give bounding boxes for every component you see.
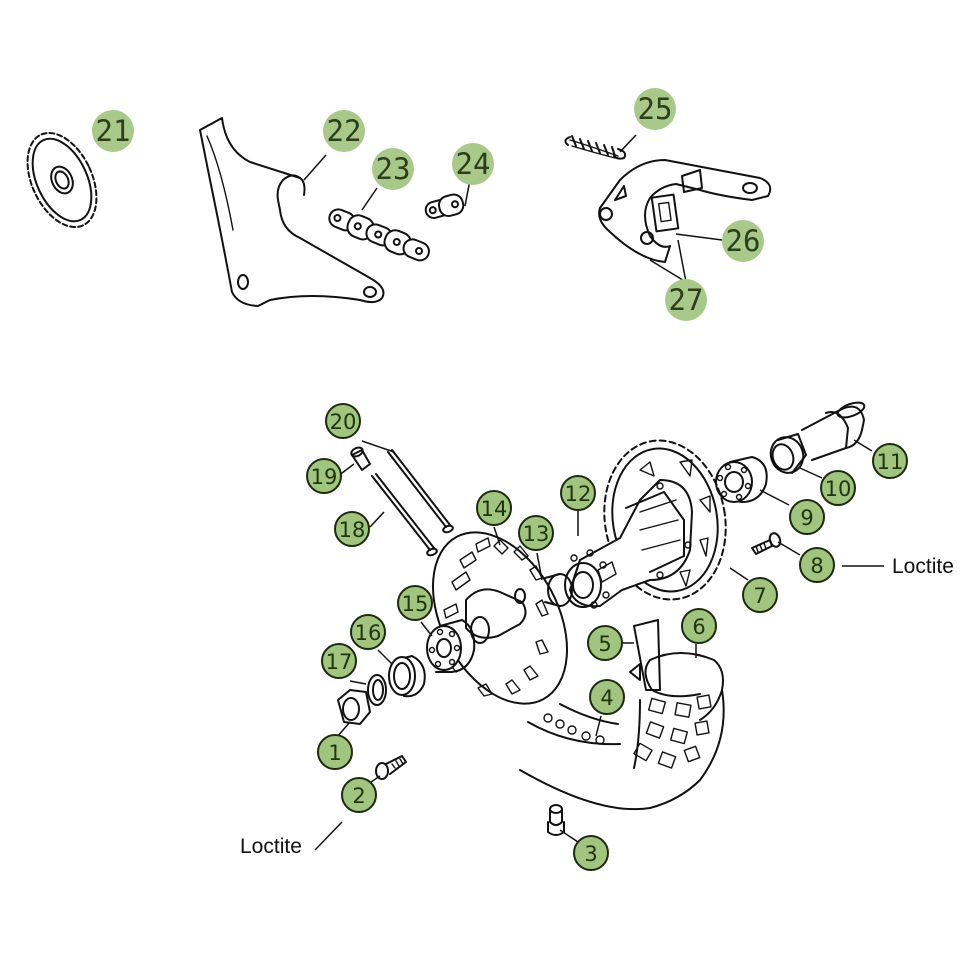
svg-text:3: 3 bbox=[584, 842, 597, 866]
svg-text:2: 2 bbox=[352, 784, 365, 808]
svg-text:19: 19 bbox=[311, 465, 338, 489]
svg-text:9: 9 bbox=[800, 506, 813, 530]
rim-tape-drawing bbox=[527, 703, 621, 746]
callout-21: 21 bbox=[92, 110, 134, 152]
svg-text:11: 11 bbox=[877, 450, 904, 474]
callout-20: 20 bbox=[325, 403, 361, 439]
washer-drawing bbox=[367, 674, 387, 706]
svg-text:18: 18 bbox=[339, 518, 366, 542]
svg-text:15: 15 bbox=[402, 592, 429, 616]
svg-text:22: 22 bbox=[327, 114, 362, 148]
loctite-note-left: Loctite bbox=[240, 835, 302, 858]
seal-right-drawing bbox=[769, 433, 807, 474]
svg-text:17: 17 bbox=[326, 650, 353, 674]
svg-text:14: 14 bbox=[481, 497, 508, 521]
callout-22: 22 bbox=[323, 110, 365, 152]
brake-disc-drawing bbox=[432, 531, 568, 705]
axle-nut-drawing bbox=[337, 689, 371, 725]
svg-text:13: 13 bbox=[523, 522, 550, 546]
tension-spring-drawing bbox=[564, 135, 627, 160]
callout-27: 27 bbox=[665, 279, 707, 321]
svg-text:26: 26 bbox=[726, 224, 761, 258]
callout-18: 18 bbox=[334, 511, 370, 547]
loctite-note-right: Loctite bbox=[892, 555, 954, 578]
callout-17: 17 bbox=[321, 643, 357, 679]
inner-tube-drawing bbox=[629, 619, 661, 691]
master-link-drawing bbox=[424, 193, 465, 219]
sprocket-bolt-drawing bbox=[751, 532, 782, 555]
spacer-right-drawing bbox=[801, 401, 866, 461]
callout-6: 6 bbox=[681, 608, 717, 644]
callout-9: 9 bbox=[789, 499, 825, 535]
callout-14: 14 bbox=[476, 490, 512, 526]
tire-drawing bbox=[519, 652, 725, 811]
callout-3: 3 bbox=[573, 835, 609, 871]
callout-10: 10 bbox=[820, 470, 856, 506]
drive-chain-drawing bbox=[328, 208, 430, 262]
callout-1: 1 bbox=[317, 734, 353, 770]
svg-text:21: 21 bbox=[96, 114, 131, 148]
svg-text:23: 23 bbox=[376, 152, 411, 186]
bearing-right-drawing bbox=[715, 456, 768, 503]
countershaft-sprocket-drawing bbox=[26, 131, 98, 229]
callout-23: 23 bbox=[372, 148, 414, 190]
svg-text:25: 25 bbox=[638, 92, 673, 126]
callout-15: 15 bbox=[397, 585, 433, 621]
svg-text:6: 6 bbox=[692, 615, 705, 639]
hub-center-spacer-drawing bbox=[544, 573, 573, 607]
svg-text:8: 8 bbox=[810, 554, 823, 578]
callout-11: 11 bbox=[872, 443, 908, 479]
spoke-nipple-drawing bbox=[350, 446, 371, 471]
svg-text:10: 10 bbox=[825, 477, 852, 501]
spoke-outer-drawing bbox=[387, 449, 454, 534]
chain-tensioner-drawing bbox=[598, 159, 772, 263]
svg-text:24: 24 bbox=[456, 147, 491, 181]
rim-lock-bolt-drawing bbox=[375, 755, 407, 780]
svg-text:16: 16 bbox=[355, 621, 382, 645]
rear-sprocket-drawing bbox=[603, 439, 727, 601]
seal-left-drawing bbox=[388, 655, 426, 698]
chain-guide-bracket-drawing bbox=[199, 117, 385, 307]
hub-drawing bbox=[564, 479, 693, 609]
svg-text:1: 1 bbox=[328, 741, 341, 765]
callout-16: 16 bbox=[350, 614, 386, 650]
callout-2: 2 bbox=[341, 777, 377, 813]
svg-text:27: 27 bbox=[669, 283, 704, 317]
callout-5: 5 bbox=[587, 625, 623, 661]
callout-24: 24 bbox=[452, 143, 494, 185]
spoke-inner-drawing bbox=[371, 473, 438, 557]
callout-26: 26 bbox=[722, 220, 764, 262]
callout-13: 13 bbox=[518, 515, 554, 551]
callout-19: 19 bbox=[306, 458, 342, 494]
svg-text:4: 4 bbox=[600, 686, 613, 710]
callout-7: 7 bbox=[742, 577, 778, 613]
svg-text:7: 7 bbox=[753, 584, 766, 608]
bearing-left-drawing bbox=[426, 619, 476, 673]
svg-text:20: 20 bbox=[330, 410, 357, 434]
callout-12: 12 bbox=[560, 475, 596, 511]
callout-8: 8 bbox=[799, 547, 835, 583]
callout-4: 4 bbox=[589, 679, 625, 715]
svg-text:5: 5 bbox=[598, 632, 611, 656]
svg-text:12: 12 bbox=[565, 482, 592, 506]
callout-25: 25 bbox=[634, 88, 676, 130]
